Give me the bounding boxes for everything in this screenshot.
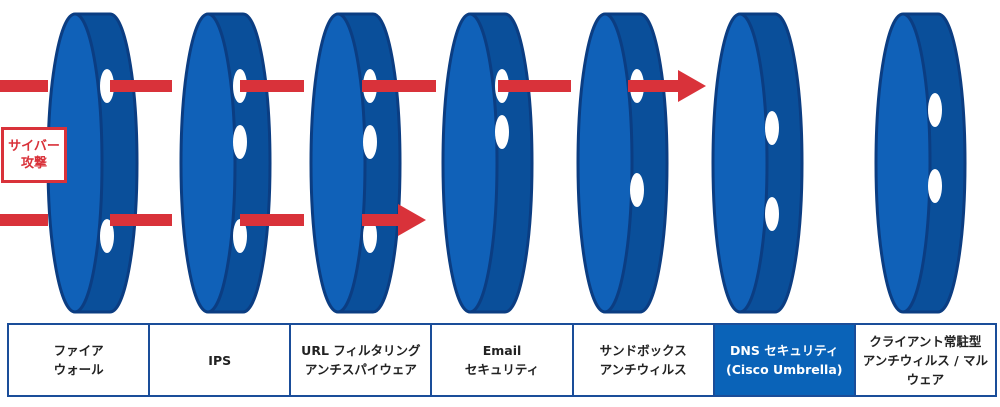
upper-attack-arrowhead bbox=[678, 70, 706, 102]
layer-labels-row: ファイア ウォール IPS URL フィルタリング アンチスパイウェア Emai… bbox=[7, 323, 997, 397]
layer-label-ips: IPS bbox=[150, 325, 292, 395]
disk-hole-1 bbox=[928, 93, 942, 127]
layer-label-line1: URL フィルタリング bbox=[301, 343, 421, 358]
disk-hole-2 bbox=[630, 173, 644, 207]
layer-label-firewall: ファイア ウォール bbox=[9, 325, 151, 395]
disk-face bbox=[711, 12, 769, 314]
layer-label-line1: クライアント常駐型 bbox=[869, 333, 982, 349]
disk-hole-1 bbox=[100, 69, 114, 103]
disk-hole-3 bbox=[363, 219, 377, 253]
layer-label-line2: ウォール bbox=[53, 362, 104, 377]
upper-attack-segment-1 bbox=[0, 80, 48, 92]
lower-attack-segment-1 bbox=[0, 214, 48, 226]
security-disk-5 bbox=[576, 12, 669, 314]
upper-attack-segment-3 bbox=[240, 80, 304, 92]
layer-label-line2: (Cisco Umbrella) bbox=[726, 362, 843, 377]
disk-face bbox=[309, 12, 367, 314]
disk-hole-3 bbox=[233, 219, 247, 253]
layer-label-line1: ファイア bbox=[53, 343, 104, 358]
lower-attack-segment-4 bbox=[362, 214, 400, 226]
upper-attack-segment-2 bbox=[110, 80, 172, 92]
disk-hole-2 bbox=[233, 125, 247, 159]
lower-attack-segment-3 bbox=[240, 214, 304, 226]
layer-label-line2: アンチウィルス / マルウェア bbox=[862, 352, 989, 387]
layer-label-client-antivirus: クライアント常駐型 アンチウィルス / マルウェア bbox=[855, 325, 995, 395]
security-layers-diagram bbox=[0, 12, 967, 314]
disk-hole-2 bbox=[928, 169, 942, 203]
lower-attack-arrowhead bbox=[398, 204, 426, 236]
disk-face bbox=[576, 12, 634, 314]
layer-label-line1: DNS セキュリティ bbox=[730, 343, 839, 358]
upper-attack-segment-6 bbox=[628, 80, 680, 92]
disk-face bbox=[179, 12, 237, 314]
layer-label-line1: サンドボックス bbox=[599, 343, 687, 358]
layer-label-line2: セキュリティ bbox=[464, 362, 540, 377]
layer-label-sandbox: サンドボックス アンチウィルス bbox=[573, 325, 715, 395]
cyber-attack-line2: 攻撃 bbox=[20, 156, 47, 171]
cyber-attack-line1: サイバー bbox=[8, 139, 60, 154]
upper-attack-segment-4 bbox=[362, 80, 436, 92]
disk-hole-2 bbox=[495, 115, 509, 149]
security-disk-2 bbox=[179, 12, 272, 314]
security-disks bbox=[46, 12, 967, 314]
layer-label-url-filtering: URL フィルタリング アンチスパイウェア bbox=[291, 325, 433, 395]
lower-attack-segment-2 bbox=[110, 214, 172, 226]
security-disk-3 bbox=[309, 12, 402, 314]
disk-hole-2 bbox=[100, 219, 114, 253]
layer-label-line1: Email bbox=[482, 343, 522, 358]
disk-face bbox=[874, 12, 932, 314]
layer-label-dns-security: DNS セキュリティ (Cisco Umbrella) bbox=[714, 325, 856, 395]
security-disk-6 bbox=[711, 12, 804, 314]
disk-hole-2 bbox=[765, 197, 779, 231]
upper-attack-segment-5 bbox=[498, 80, 571, 92]
layer-label-line2: アンチウィルス bbox=[599, 362, 687, 377]
disk-hole-1 bbox=[765, 111, 779, 145]
cyber-attack-label: サイバー 攻撃 bbox=[1, 127, 67, 183]
disk-face bbox=[441, 12, 499, 314]
security-disk-4 bbox=[441, 12, 534, 314]
security-disk-7 bbox=[874, 12, 967, 314]
attack-arrows bbox=[0, 70, 706, 236]
layer-label-line2: アンチスパイウェア bbox=[304, 362, 417, 377]
layer-label-email-security: Email セキュリティ bbox=[432, 325, 574, 395]
disk-hole-2 bbox=[363, 125, 377, 159]
layer-label-line1: IPS bbox=[208, 352, 232, 368]
